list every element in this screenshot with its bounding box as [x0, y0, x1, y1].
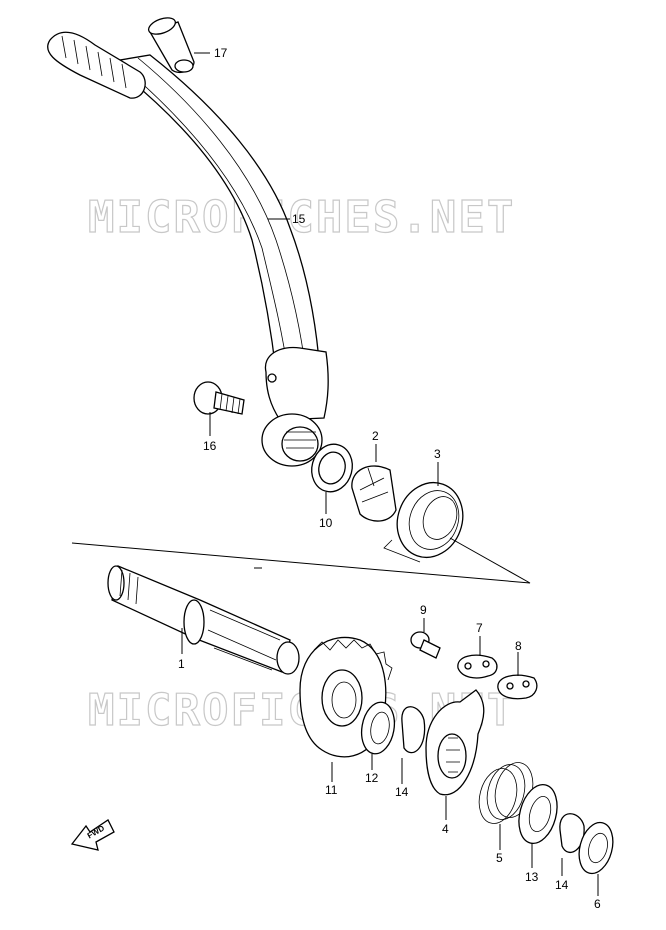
callout-17: 17 — [214, 46, 228, 60]
callout-16: 16 — [203, 439, 217, 453]
kick-ratchet — [425, 689, 485, 796]
oil-seal — [311, 443, 353, 493]
callout-1: 1 — [178, 657, 185, 671]
kick-return-spring — [383, 482, 464, 563]
callout-12: 12 — [365, 771, 379, 785]
lever-bolt — [193, 381, 245, 415]
spring-washer — [518, 784, 558, 844]
circlip-first — [401, 706, 426, 754]
callout-9: 9 — [420, 603, 427, 617]
ratchet-spring — [478, 762, 534, 824]
callout-5: 5 — [496, 851, 503, 865]
callout-numbers: 17 15 16 10 2 3 1 9 7 8 11 12 14 4 5 13 … — [178, 46, 601, 911]
forward-arrow: FWD — [70, 819, 115, 851]
callout-4: 4 — [442, 822, 449, 836]
thrust-washer — [360, 701, 396, 755]
callout-7: 7 — [476, 621, 483, 635]
stopper-plate — [497, 674, 538, 700]
assembly-axis-line — [71, 537, 531, 584]
leader-lines — [181, 52, 599, 896]
callout-13: 13 — [525, 870, 539, 884]
kick-starter-shaft — [107, 565, 300, 675]
callout-6: 6 — [594, 897, 601, 911]
callout-11: 11 — [325, 783, 338, 797]
callout-10: 10 — [319, 516, 333, 530]
guide-bolt — [410, 631, 441, 659]
spring-guide — [351, 465, 397, 522]
callout-15: 15 — [292, 212, 306, 226]
callout-14-second: 14 — [555, 878, 569, 892]
circlip-second — [559, 813, 585, 853]
lever-cap — [147, 17, 195, 74]
callout-3: 3 — [434, 447, 441, 461]
callout-14-first: 14 — [395, 785, 409, 799]
guide-plate — [457, 654, 498, 679]
callout-2: 2 — [372, 429, 379, 443]
kick-starter-lever — [47, 31, 329, 467]
watermark-top: MICROFICHES.NET — [88, 192, 515, 243]
callout-8: 8 — [515, 639, 522, 653]
